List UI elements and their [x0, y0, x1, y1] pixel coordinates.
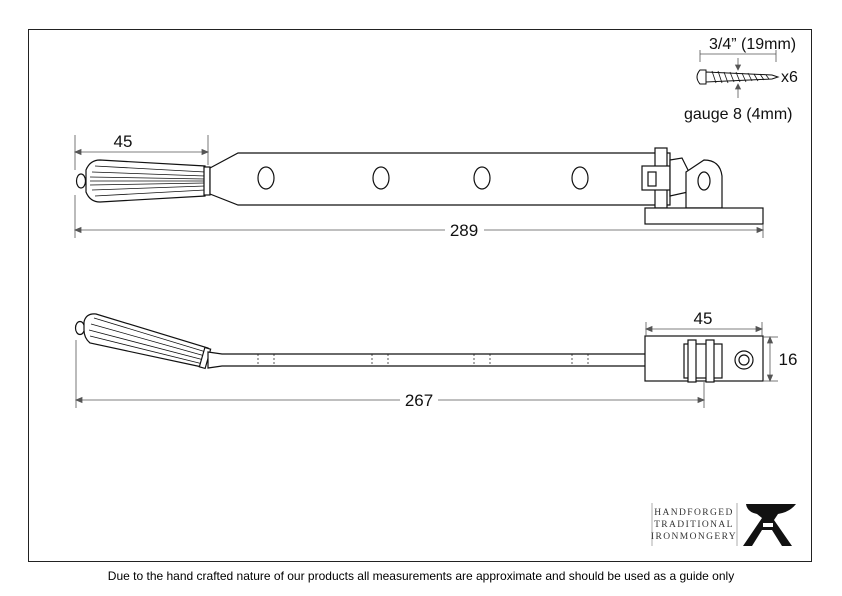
dim-side-arm [74, 340, 706, 408]
handle-collar [203, 166, 211, 196]
anvil-logo-icon [743, 504, 796, 546]
side-reeded-handle [83, 313, 209, 368]
stay-hole [372, 166, 390, 190]
screw-length-label: 3/4” (19mm) [709, 36, 796, 53]
dim-label-side-bracket-width: 45 [694, 309, 713, 328]
drawing-frame [28, 29, 812, 562]
screw-length-dim [699, 50, 777, 62]
dim-label-top-overall: 289 [450, 221, 478, 240]
top-view-stay [75, 147, 764, 225]
dim-label-side-bracket-height: 16 [779, 350, 798, 369]
screw-quantity-label: x6 [781, 69, 798, 86]
dim-label-side-arm: 267 [405, 391, 433, 410]
stay-pivot-fork [641, 147, 689, 209]
dim-side-bracket-width [644, 322, 764, 336]
dim-label-top-handle: 45 [114, 132, 133, 151]
stay-bracket-side [644, 335, 764, 383]
dim-side-bracket-height [763, 335, 778, 383]
screw-gauge-label: gauge 8 (4mm) [684, 106, 793, 123]
side-hole-marks [257, 354, 589, 366]
stay-hole [571, 166, 589, 190]
screw-icon [696, 69, 780, 85]
side-handle-reeding [88, 317, 207, 365]
brand-line-2: TRADITIONAL [654, 520, 734, 530]
handle-reeding [89, 165, 206, 197]
brand-line-3: IRONMONGERY [651, 532, 737, 542]
brand-block: HANDFORGED TRADITIONAL IRONMONGERY [651, 503, 796, 546]
stay-arm-top [209, 152, 671, 206]
dim-top-overall [73, 195, 765, 238]
screw-gauge-arrows [734, 58, 742, 98]
side-view-stay [74, 313, 764, 383]
stay-hole [257, 166, 275, 190]
handle-end-knob [75, 173, 87, 189]
stay-hole [473, 166, 491, 190]
brand-line-1: HANDFORGED [654, 508, 733, 518]
stay-bracket-top [644, 159, 764, 225]
disclaimer-text: Due to the hand crafted nature of our pr… [107, 569, 735, 583]
side-handle-end-knob [74, 320, 86, 336]
dim-top-handle [73, 135, 210, 170]
